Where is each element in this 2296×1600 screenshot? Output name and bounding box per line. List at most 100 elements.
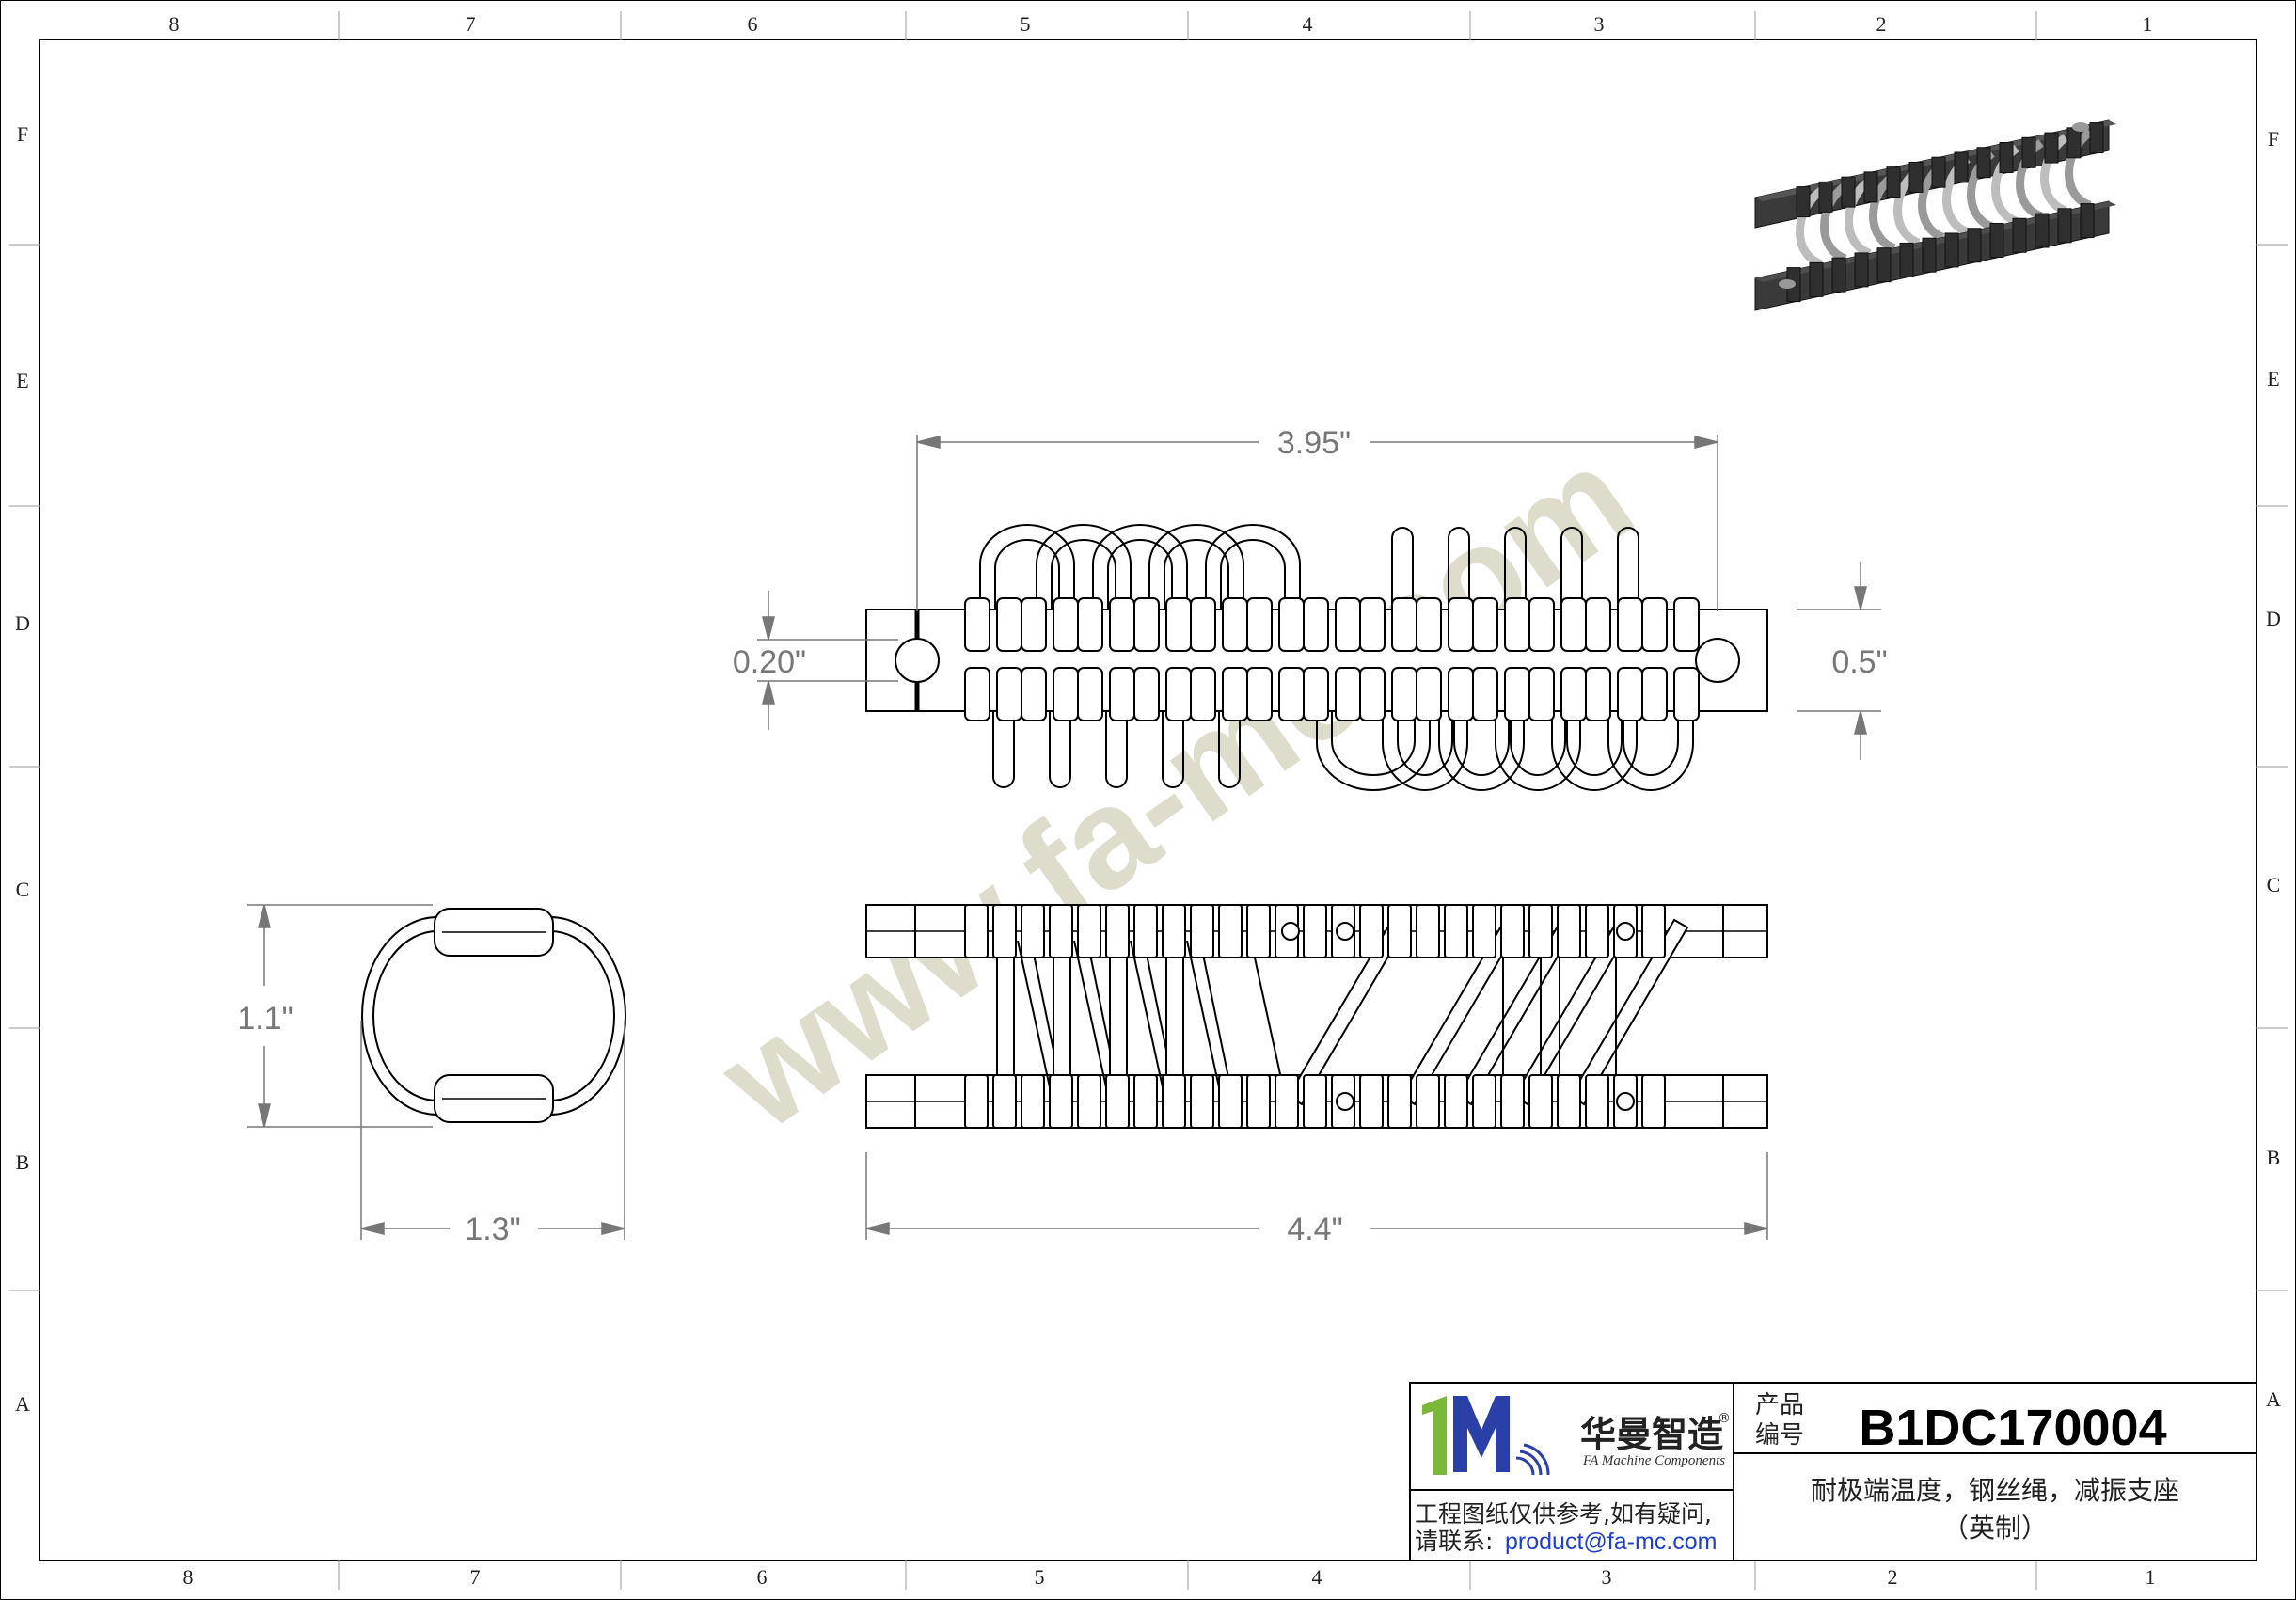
- wire-leg-lower: [1162, 711, 1184, 788]
- top-clamp-upper: [1049, 904, 1073, 958]
- zone-label-left: B: [16, 1150, 30, 1174]
- wire-loop-lower: [1438, 711, 1525, 791]
- top-view: [865, 904, 1768, 1129]
- brand-name-cn: 华曼智造: [1580, 1414, 1723, 1455]
- front-clamp-lower: [1504, 667, 1530, 721]
- zone-label-bottom: 7: [470, 1565, 481, 1589]
- top-clamps: [914, 904, 1724, 1129]
- front-clamp-lower: [964, 667, 990, 721]
- iso-clamp-back: [1908, 161, 1924, 193]
- top-clamp-upper: [964, 904, 989, 958]
- zone-label-right: A: [2266, 1387, 2281, 1411]
- wire-leg-lower: [1218, 711, 1241, 788]
- iso-wires: [1796, 128, 2093, 269]
- wire-loop-lower: [1495, 711, 1581, 791]
- wire-loop-upper: [1092, 524, 1188, 610]
- front-clamp-upper: [1472, 597, 1498, 652]
- front-clamp-upper: [1246, 597, 1273, 652]
- front-clamp-upper: [1416, 597, 1442, 652]
- zone-label-right: E: [2267, 367, 2279, 390]
- top-clamp-upper: [1472, 904, 1496, 958]
- front-clamp-lower: [1222, 667, 1248, 721]
- iso-hole-1: [1779, 279, 1796, 289]
- top-clamp-upper: [1105, 904, 1130, 958]
- iso-clamp: [1899, 242, 1914, 277]
- front-clamp-lower: [1021, 667, 1047, 721]
- iso-clamp: [1854, 252, 1869, 288]
- top-view-dimensions: [865, 1152, 1768, 1240]
- top-clamp-upper: [1246, 904, 1271, 958]
- front-clamp-upper: [1190, 597, 1216, 652]
- iso-clamp-back: [1976, 147, 1991, 179]
- top-wire-diagonal: [1017, 940, 1053, 1097]
- iso-clamp: [2035, 213, 2050, 248]
- front-clamp-upper: [1335, 597, 1361, 652]
- front-view: [865, 524, 1768, 791]
- dim-length-total: 4.4": [1287, 1212, 1342, 1247]
- iso-clamp: [1831, 257, 1846, 293]
- top-hole: [1616, 922, 1635, 941]
- wire-loop-lower: [1607, 711, 1694, 791]
- product-code: B1DC170004: [1859, 1400, 2166, 1456]
- zone-label-left: F: [17, 122, 28, 146]
- front-clamp-lower: [1673, 667, 1700, 721]
- wire-leg-lower: [992, 711, 1015, 788]
- top-hole: [1616, 1092, 1635, 1111]
- front-clamp-lower: [1617, 667, 1643, 721]
- wire-loop-upper-inner: [1107, 539, 1173, 610]
- contact-email[interactable]: product@fa-mc.com: [1505, 1529, 1717, 1555]
- iso-clamp-back: [1999, 142, 2014, 173]
- dim-end-width: 1.3": [465, 1212, 520, 1247]
- front-clamp-upper: [1617, 597, 1643, 652]
- front-clamp-lower: [1190, 667, 1216, 721]
- top-clamp-lower: [992, 1074, 1017, 1129]
- wire-loop-upper: [979, 524, 1075, 610]
- top-clamp-upper: [1021, 904, 1045, 958]
- front-clamp-upper: [1391, 597, 1417, 652]
- iso-clamp-back: [2066, 127, 2082, 159]
- front-upper-legs: [1391, 527, 1639, 610]
- product-name-line1: 耐极端温度，钢丝绳，减振支座: [1811, 1475, 2179, 1506]
- wire-loop-upper: [1148, 524, 1244, 610]
- wire-leg-lower: [1049, 711, 1071, 788]
- front-clamp-lower: [1109, 667, 1135, 721]
- front-clamp-lower: [1077, 667, 1103, 721]
- iso-clamp: [2057, 208, 2072, 244]
- iso-clamp-back: [2021, 136, 2036, 168]
- top-wire-diagonal: [1186, 940, 1222, 1097]
- top-clamp-lower: [1190, 1074, 1214, 1129]
- title-block: [1409, 1382, 2257, 1561]
- front-mount-hole-left: [895, 638, 940, 683]
- front-clamp-upper: [1448, 597, 1474, 652]
- zone-label-bottom: 4: [1312, 1565, 1322, 1589]
- top-clamp-upper: [1444, 904, 1468, 958]
- top-clamp-upper: [1077, 904, 1101, 958]
- front-clamp-upper: [1133, 597, 1160, 652]
- front-clamp-lower: [1528, 667, 1555, 721]
- front-lower-loops: [1316, 711, 1694, 791]
- front-view-dimensions: [757, 435, 1881, 760]
- iso-clamp: [2080, 203, 2095, 239]
- top-clamp-upper: [1528, 904, 1553, 958]
- top-clamp-lower: [1303, 1074, 1327, 1129]
- front-clamp-lower: [1359, 667, 1386, 721]
- top-clamp-upper: [1303, 904, 1327, 958]
- zone-label-top: 8: [169, 12, 180, 36]
- top-clamp-lower: [1133, 1074, 1158, 1129]
- zone-label-bottom: 3: [1602, 1565, 1612, 1589]
- wire-leg-upper: [1617, 527, 1639, 610]
- top-wire-diagonal: [1199, 940, 1233, 1097]
- wire-loop-upper: [1205, 524, 1301, 610]
- top-clamp-lower: [1416, 1074, 1440, 1129]
- iso-wire-loop: [2065, 128, 2093, 210]
- isometric-view: [1754, 119, 2116, 311]
- front-clamps: [964, 597, 1700, 721]
- wire-leg-upper: [1560, 527, 1583, 610]
- top-clamp-lower: [964, 1074, 989, 1129]
- top-hole: [1281, 922, 1300, 941]
- front-clamp-lower: [1335, 667, 1361, 721]
- top-clamp-upper: [992, 904, 1017, 958]
- top-wire-diagonal: [1130, 940, 1165, 1097]
